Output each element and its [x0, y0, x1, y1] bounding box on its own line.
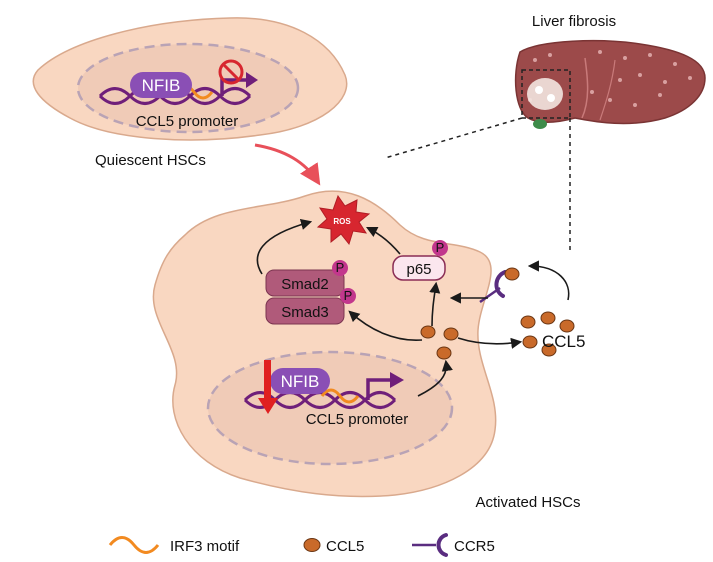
- gallbladder-icon: [533, 119, 547, 129]
- legend-ccl5: CCL5: [303, 538, 364, 555]
- nfib-label-top: NFIB: [142, 76, 181, 95]
- legend-ccl5-label: CCL5: [326, 538, 364, 555]
- quiescent-hscs-label: Quiescent HSCs: [95, 152, 206, 169]
- zoom-line-left: [384, 117, 523, 159]
- p65-label: p65: [406, 261, 431, 278]
- ccl5-cluster-label: CCL5: [542, 332, 585, 351]
- smad2-protein: Smad2: [265, 269, 345, 297]
- smad3-protein: Smad3: [265, 297, 345, 325]
- ccl5-promoter-label-bottom: CCL5 promoter: [306, 411, 409, 428]
- ccr5-receptor-icon: [479, 267, 520, 304]
- smad3-label: Smad3: [281, 304, 329, 321]
- phospho-badge-smad2: P: [332, 260, 348, 276]
- phospho-badge-smad3: P: [340, 288, 356, 304]
- activation-arrow: [254, 143, 321, 186]
- pathway-arrows: [256, 219, 570, 397]
- activated-hscs-label: Activated HSCs: [475, 494, 580, 511]
- p65-protein: p65: [392, 255, 446, 281]
- downregulation-arrow-icon: [258, 360, 278, 414]
- nfib-protein-top: NFIB: [130, 72, 192, 98]
- liver-illustration: [514, 39, 706, 129]
- liver-fibrosis-label: Liver fibrosis: [532, 13, 616, 30]
- zoom-box: [521, 69, 571, 119]
- phospho-label-p65: P: [436, 240, 445, 255]
- activated-nucleus: NFIB CCL5 promoter: [206, 350, 454, 466]
- legend-ccr5: CCR5: [412, 533, 495, 557]
- legend-ccr5-label: CCR5: [454, 538, 495, 555]
- smad2-label: Smad2: [281, 276, 329, 293]
- legend-irf3-label: IRF3 motif: [170, 538, 240, 555]
- ccl5-dots-intracellular: [420, 325, 459, 360]
- legend: IRF3 motif CCL5 CCR5: [108, 533, 495, 557]
- ros-label: ROS: [333, 217, 351, 226]
- ccl5-dots-extracellular: [520, 311, 575, 357]
- starburst-icon: ROS: [316, 194, 371, 246]
- phospho-label-smad3: P: [344, 288, 353, 303]
- no-entry-icon: [218, 59, 244, 85]
- legend-irf3-motif: IRF3 motif: [108, 536, 240, 555]
- phospho-label-smad2: P: [336, 260, 345, 275]
- nfib-label-bottom: NFIB: [281, 372, 320, 391]
- transcription-arrow-bottom: [366, 372, 404, 400]
- quiescent-hsc-cell: NFIB CCL5 promoter: [32, 17, 348, 141]
- ccl5-promoter-label-top: CCL5 promoter: [136, 113, 239, 130]
- nfib-protein-bottom: NFIB: [270, 368, 330, 394]
- phospho-badge-p65: P: [432, 240, 448, 256]
